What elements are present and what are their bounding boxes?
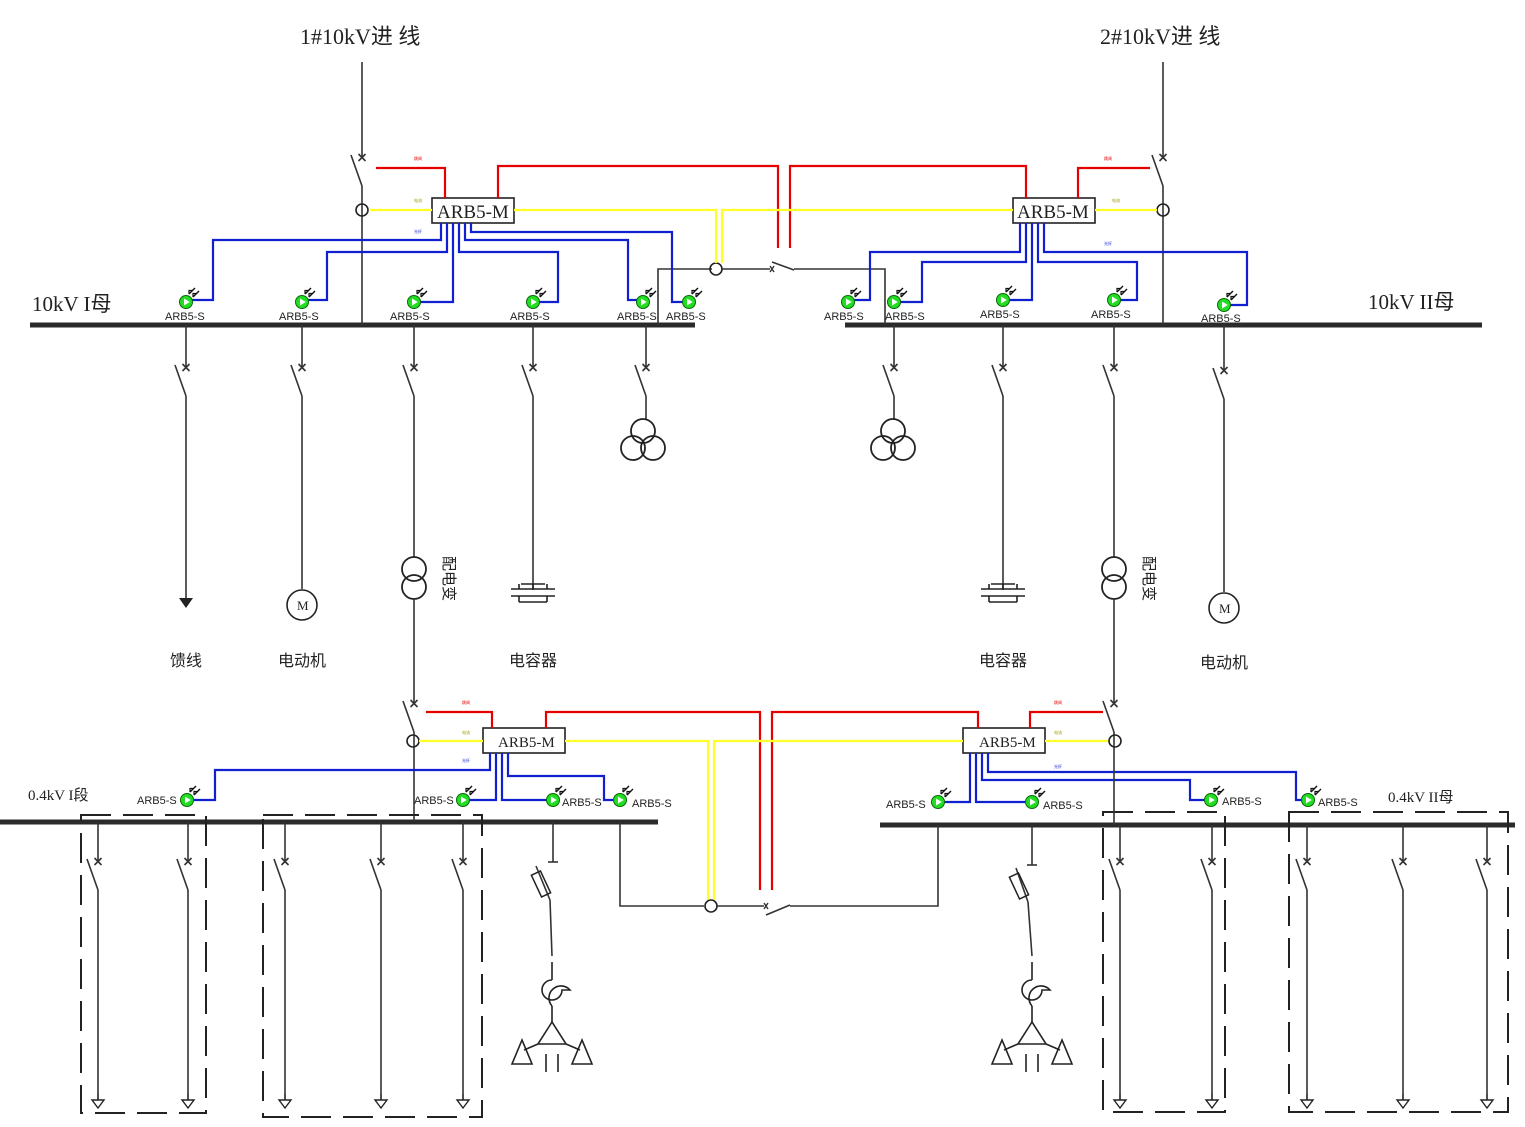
fiber-tag-3: 光纤 — [462, 757, 470, 763]
lv-cabinet-4 — [1288, 811, 1509, 1113]
feeder-label: 馈线 — [170, 652, 202, 670]
trip-tag-1: 跳闸 — [414, 155, 422, 161]
arb5-s-label-6: ARB5-S — [666, 311, 706, 323]
lv-cabinet-2 — [262, 814, 483, 1118]
capacitor-1-label: 电容器 — [509, 652, 557, 670]
arb5-s-label-14: ARB5-S — [562, 797, 602, 809]
lv-i-outgoing-circuits — [86, 822, 470, 1109]
motor-1-symbol: M — [297, 598, 309, 613]
arb5-s-label-7: ARB5-S — [824, 311, 864, 323]
ct-tag-2: 电流 — [1112, 197, 1120, 203]
arb5-m-10kv-ii — [1012, 197, 1096, 224]
arb5-s-label-18: ARB5-S — [1222, 796, 1262, 808]
lv-cabinet-3 — [1102, 811, 1226, 1113]
transformer-2-label: 配电变 — [1140, 556, 1157, 601]
bus-04kv-i-label: 0.4kV I段 — [28, 787, 89, 804]
trip-tag-2: 跳闸 — [1104, 155, 1112, 161]
arb5-s-label-4: ARB5-S — [510, 311, 550, 323]
arb5-m-10kv-ii-label: ARB5-M — [1017, 202, 1089, 223]
trip-tag-3: 跳闸 — [462, 699, 470, 705]
arb5-s-label-1: ARB5-S — [165, 311, 205, 323]
fiber-tag-4: 光纤 — [1054, 763, 1062, 769]
lv-cabinet-1 — [80, 814, 207, 1114]
arb5-s-label-10: ARB5-S — [1091, 309, 1131, 321]
motor-2-icon — [1208, 592, 1240, 624]
arb5-m-04kv-i-label: ARB5-M — [498, 735, 555, 751]
arb5-m-04kv-ii — [962, 727, 1046, 754]
incoming-line-1-label: 1#10kV进 线 — [300, 24, 420, 49]
arb5-s-label-9: ARB5-S — [980, 309, 1020, 321]
bus-04kv-ii-label: 0.4kV II母 — [1388, 789, 1454, 806]
bus-10kv-ii-label: 10kV II母 — [1368, 290, 1455, 314]
arb5-s-label-15: ARB5-S — [632, 798, 672, 810]
feeder-arrow-icon — [179, 598, 193, 608]
fiber-tag-1: 光纤 — [414, 228, 422, 234]
arb5-s-label-2: ARB5-S — [279, 311, 319, 323]
arb5-s-label-5: ARB5-S — [617, 311, 657, 323]
arb5-s-label-13: ARB5-S — [414, 795, 454, 807]
arb5-m-10kv-i-label: ARB5-M — [437, 202, 509, 223]
arb5-s-label-17: ARB5-S — [1043, 800, 1083, 812]
lv-ii-outgoing-circuits — [1108, 825, 1494, 1109]
capacitor-2-label: 电容器 — [979, 652, 1027, 670]
arb5-m-04kv-ii-label: ARB5-M — [979, 735, 1036, 751]
motor-1-icon — [286, 589, 318, 621]
trip-tag-4: 跳闸 — [1054, 699, 1062, 705]
arb5-s-label-8: ARB5-S — [885, 311, 925, 323]
ct-tag-4: 电流 — [1054, 729, 1062, 735]
arb5-s-label-11: ARB5-S — [1201, 313, 1241, 325]
transformer-1-label: 配电变 — [440, 556, 457, 601]
ct-tag-1: 电流 — [414, 197, 422, 203]
incoming-line-2-label: 2#10kV进 线 — [1100, 24, 1220, 49]
arb5-s-label-16: ARB5-S — [886, 799, 926, 811]
ct-tag-3: 电流 — [462, 729, 470, 735]
arb5-s-label-19: ARB5-S — [1318, 797, 1358, 809]
fiber-tag-2: 光纤 — [1104, 240, 1112, 246]
motor-2-label: 电动机 — [1200, 654, 1248, 672]
arb5-s-label-3: ARB5-S — [390, 311, 430, 323]
motor-2-symbol: M — [1219, 601, 1231, 616]
arb5-s-label-12: ARB5-S — [137, 795, 177, 807]
motor-1-label: 电动机 — [278, 652, 326, 670]
bus-10kv-i-label: 10kV I母 — [32, 292, 112, 316]
